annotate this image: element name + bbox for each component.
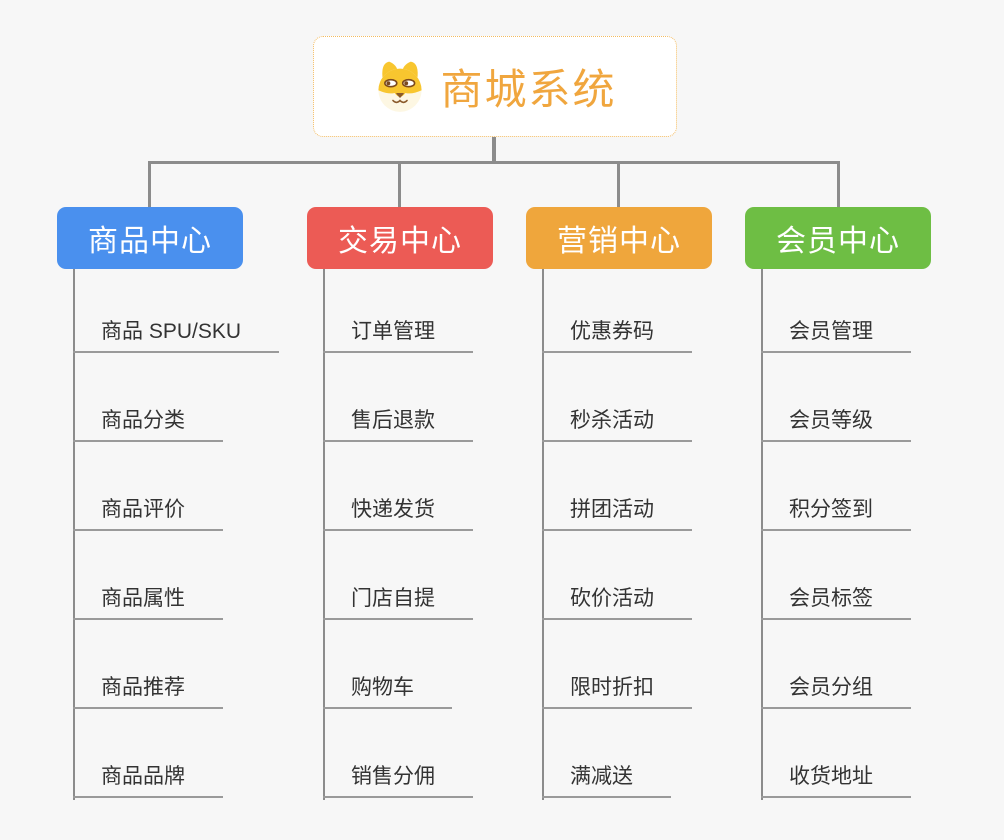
leaf-node[interactable]: 商品属性 — [73, 580, 223, 620]
connector-spine-member — [761, 269, 763, 800]
leaf-node[interactable]: 限时折扣 — [542, 669, 692, 709]
root-node[interactable]: 商城系统 — [313, 36, 677, 137]
leaf-node[interactable]: 砍价活动 — [542, 580, 692, 620]
leaf-node[interactable]: 收货地址 — [761, 758, 911, 798]
connector-spine-marketing — [542, 269, 544, 800]
branch-node-marketing-center[interactable]: 营销中心 — [526, 207, 712, 269]
leaf-node[interactable]: 商品评价 — [73, 491, 223, 531]
leaf-node[interactable]: 商品 SPU/SKU — [73, 313, 280, 353]
leaf-node[interactable]: 会员分组 — [761, 669, 911, 709]
leaf-node[interactable]: 积分签到 — [761, 491, 911, 531]
dog-icon — [378, 61, 423, 112]
leaf-node[interactable]: 秒杀活动 — [542, 402, 692, 442]
leaf-node[interactable]: 售后退款 — [323, 402, 473, 442]
leaf-node[interactable]: 会员等级 — [761, 402, 911, 442]
branch-node-product-center[interactable]: 商品中心 — [57, 207, 243, 269]
branch-node-trade-center[interactable]: 交易中心 — [307, 207, 493, 269]
leaf-node[interactable]: 拼团活动 — [542, 491, 692, 531]
connector-root-stem — [492, 137, 496, 162]
leaf-node[interactable]: 门店自提 — [323, 580, 473, 620]
leaf-node[interactable]: 商品分类 — [73, 402, 223, 442]
connector-spine-product — [73, 269, 75, 800]
leaf-node[interactable]: 会员管理 — [761, 313, 911, 353]
connector-bus — [149, 161, 840, 164]
leaf-node[interactable]: 快递发货 — [323, 491, 473, 531]
leaf-node[interactable]: 商品推荐 — [73, 669, 223, 709]
connector-drop-trade — [398, 161, 401, 207]
connector-drop-product — [148, 161, 151, 207]
connector-drop-marketing — [617, 161, 620, 207]
root-title: 商城系统 — [440, 66, 617, 113]
branch-node-member-center[interactable]: 会员中心 — [745, 207, 931, 269]
leaf-node[interactable]: 商品品牌 — [73, 758, 223, 798]
leaf-node[interactable]: 会员标签 — [761, 580, 911, 620]
leaf-node[interactable]: 满减送 — [542, 758, 671, 798]
leaf-node[interactable]: 购物车 — [323, 669, 452, 709]
leaf-node[interactable]: 优惠券码 — [542, 313, 692, 353]
connector-spine-trade — [323, 269, 325, 800]
leaf-node[interactable]: 订单管理 — [323, 313, 473, 353]
connector-drop-member — [837, 161, 840, 207]
leaf-node[interactable]: 销售分佣 — [323, 758, 473, 798]
